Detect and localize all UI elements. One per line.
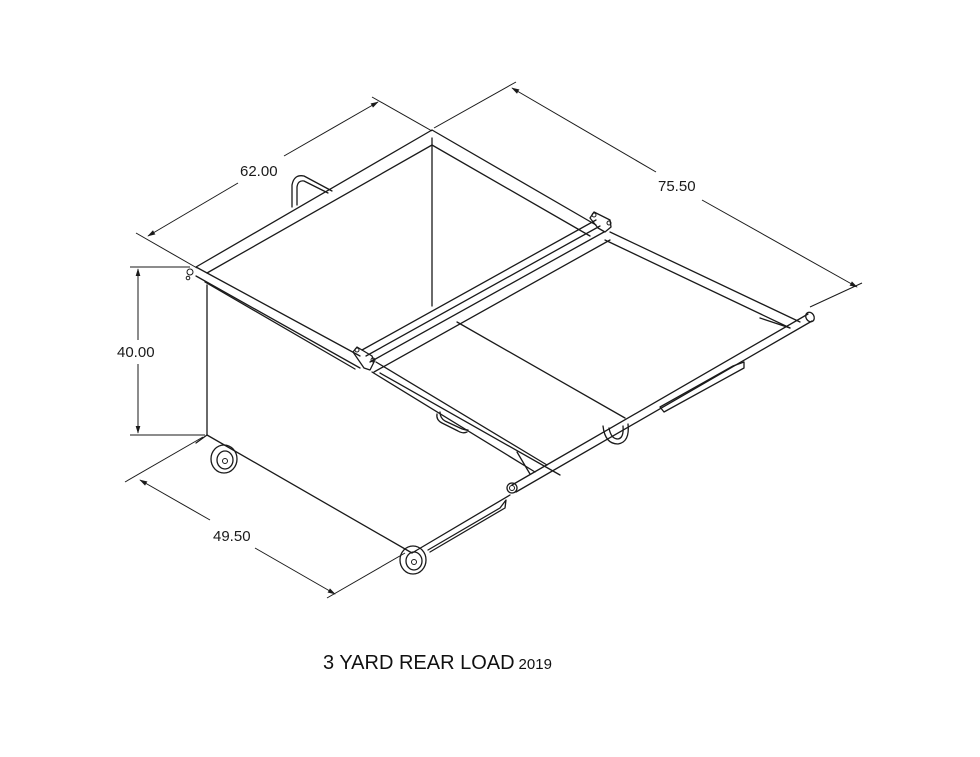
container-body [195, 137, 626, 554]
title-year: 2019 [518, 656, 552, 673]
dimension-label-75: 75.50 [658, 178, 696, 195]
dimension-label-62: 62.00 [240, 163, 278, 180]
dimension-75: 75.50 [433, 81, 863, 308]
title-text: 3 YARD REAR LOAD [323, 652, 515, 674]
dimension-62: 62.00 [135, 96, 433, 269]
caster-front-left [210, 444, 238, 474]
front-handle [436, 411, 469, 434]
dimension-49: 49.50 [124, 436, 406, 599]
caster-front-right [399, 545, 427, 575]
lid-hinge-bar [352, 211, 612, 476]
caster-rear-right [602, 423, 629, 445]
lift-bar [427, 311, 815, 553]
top-rim [185, 129, 801, 473]
dimension-40: 40.00 [117, 266, 205, 436]
dimension-label-40: 40.00 [117, 344, 155, 361]
side-handle [291, 175, 333, 208]
dimension-label-49: 49.50 [213, 528, 251, 545]
